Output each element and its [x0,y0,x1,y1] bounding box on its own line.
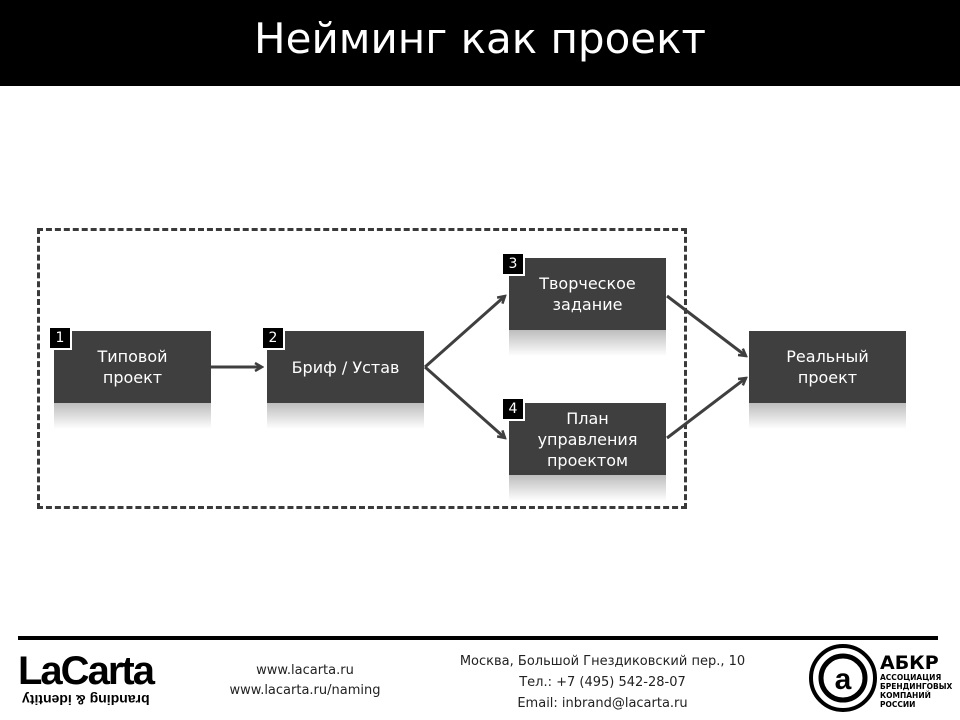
arrow-4-to-real [666,378,746,440]
phone: Тел.: +7 (495) 542-28-07 [519,675,686,690]
logo-tagline: branding & identity [22,692,150,708]
node-brief: Бриф / Устав [267,331,424,429]
node-label: Бриф / Устав [291,357,400,377]
node-label: План управления проектом [537,408,638,470]
node-label: Реальный проект [786,347,869,387]
node-typical-project: Типовой проект [54,331,211,429]
badge-1: 1 [48,326,72,350]
arrow-2-to-4 [424,365,505,438]
node-management-plan: План управления проектом [509,403,666,501]
link-naming[interactable]: www.lacarta.ru/naming [229,683,381,698]
dashed-group-frame [37,228,687,509]
footer-links: www.lacarta.ru www.lacarta.ru/naming [215,661,395,701]
link-site[interactable]: www.lacarta.ru [256,663,354,678]
badge-2: 2 [261,326,285,350]
email[interactable]: Email: inbrand@lacarta.ru [517,696,688,711]
logo-name: LaCarta [18,649,155,693]
node-label: Типовой проект [97,347,168,387]
abkr-name: АССОЦИАЦИЯ БРЕНДИНГОВЫХ КОМПАНИЙ РОССИИ [880,673,953,709]
abkr-seal-icon: a [809,644,877,712]
badge-4: 4 [501,397,525,421]
footer-divider [18,636,938,640]
svg-text:a: a [835,663,852,696]
node-label: Творческое задание [539,274,636,314]
badge-3: 3 [501,252,525,276]
node-creative-task: Творческое задание [509,258,666,356]
footer-contacts: Москва, Большой Гнездиковский пер., 10 Т… [440,651,765,714]
abkr-abbr: АБКР [880,652,939,674]
arrow-2-to-3 [424,296,505,369]
node-real-project: Реальный проект [749,331,906,429]
address: Москва, Большой Гнездиковский пер., 10 [459,654,746,669]
arrow-3-to-real [666,294,746,356]
title-bar: Нейминг как проект [0,0,960,86]
lacarta-logo: LaCarta branding & identity [18,649,155,709]
slide-title: Нейминг как проект [254,14,706,63]
